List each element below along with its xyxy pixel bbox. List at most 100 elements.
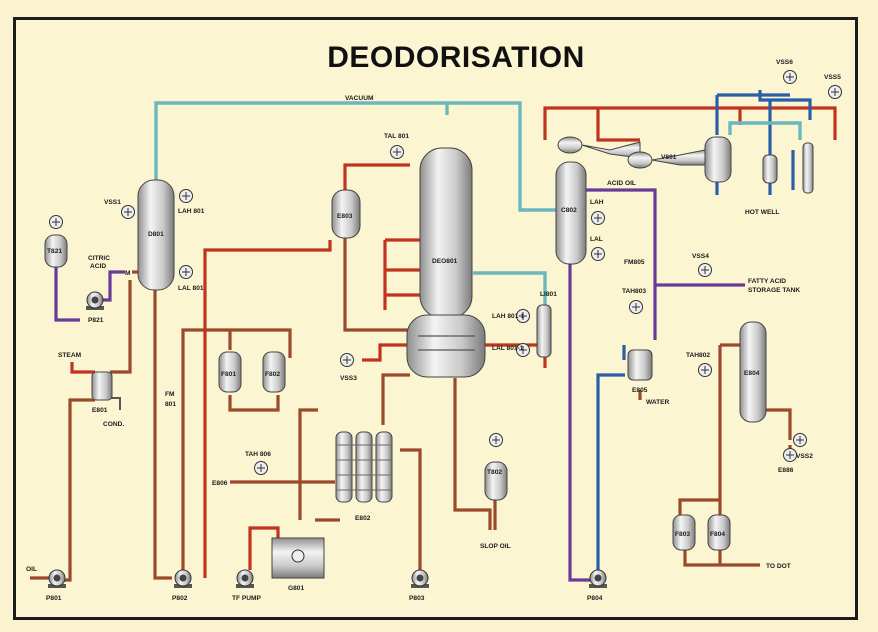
t802-label: T802 <box>487 469 502 476</box>
li801-vessel <box>536 304 552 358</box>
e806-label: E806 <box>212 480 228 487</box>
tfpump-line <box>248 526 280 570</box>
t802-gauge <box>489 433 503 447</box>
vss6-label: VSS6 <box>776 59 793 66</box>
p801-label: P801 <box>46 595 62 602</box>
tah803-gauge <box>629 300 643 314</box>
deo801-column <box>419 147 473 319</box>
steam-line <box>70 362 95 374</box>
cond-line <box>110 280 132 374</box>
e804-line <box>678 343 745 520</box>
condenser-vessel <box>704 136 732 183</box>
p821-label: P821 <box>88 317 104 324</box>
e802-exchanger <box>335 431 393 503</box>
e804-gauge <box>783 448 797 462</box>
tah806-label: TAH 806 <box>245 451 271 458</box>
todot-label: TO DOT <box>766 563 791 570</box>
p803-pump <box>410 569 430 589</box>
deo801-label: DEO801 <box>432 258 458 265</box>
diagram-title: DEODORISATION <box>327 41 585 74</box>
fm801-label-b: 801 <box>165 401 176 408</box>
e804-label: E804 <box>744 370 760 377</box>
hotwell-label: HOT WELL <box>745 209 779 216</box>
hotwell-vessel-2 <box>802 142 814 194</box>
motor-label: M <box>125 270 131 277</box>
f804-filter <box>707 514 731 551</box>
e803-loop <box>343 235 410 332</box>
acidoil-label: ACID OIL <box>607 180 636 187</box>
e803-vessel <box>331 189 361 239</box>
vss2-label: VSS2 <box>796 453 813 460</box>
lal8011-label: LAL 801-1 <box>492 345 524 352</box>
e805-water <box>596 373 625 575</box>
p802-label: P802 <box>172 595 188 602</box>
cond-label: COND. <box>103 421 124 428</box>
cond-out <box>110 397 121 410</box>
t821-tank <box>44 234 68 268</box>
vacuum-label: VACUUM <box>345 95 374 102</box>
e801-exchanger <box>91 371 113 401</box>
f802-filter <box>262 351 286 393</box>
p803-label: P803 <box>409 595 425 602</box>
oil-in <box>30 398 95 582</box>
water-label: WATER <box>646 399 670 406</box>
d801-vessel <box>137 179 175 291</box>
teal-hotwell <box>728 121 802 140</box>
tfpump-label: TF PUMP <box>232 595 262 602</box>
f803-label: F803 <box>675 531 690 538</box>
slop-label: SLOP OIL <box>480 543 511 550</box>
lah801-gauge <box>179 189 193 203</box>
vss3-label: VSS3 <box>340 375 357 382</box>
lal801-label: LAL 801 <box>178 285 204 292</box>
steam-branch-1 <box>596 108 640 142</box>
p804-pump <box>588 569 608 589</box>
steam-line-top <box>543 106 837 140</box>
e886-label: E886 <box>778 467 794 474</box>
d801-out <box>153 290 172 580</box>
g801-gauge <box>291 549 305 563</box>
f801-label: F801 <box>221 371 236 378</box>
red-feed <box>203 240 332 578</box>
deo-bottom <box>453 378 492 530</box>
v801-label: V801 <box>661 154 677 161</box>
e802-up <box>381 373 410 425</box>
tal801-label: TAL 801 <box>384 133 409 140</box>
t821-line <box>54 265 125 322</box>
vss6-gauge <box>783 70 797 84</box>
f803-filter <box>672 514 696 551</box>
water-line-top <box>715 90 812 155</box>
p802-line <box>181 328 292 570</box>
vacuum-to-deo <box>473 271 547 310</box>
v801-ejector <box>557 136 706 169</box>
oil-label: OIL <box>26 566 37 573</box>
e805-label: E805 <box>632 387 648 394</box>
vss5-label: VSS5 <box>824 74 841 81</box>
e805-exchanger <box>627 349 653 381</box>
t821-gauge <box>49 215 63 229</box>
hotwell-vessel-1 <box>762 154 778 184</box>
lal-gauge <box>591 247 605 261</box>
e802-to-g801 <box>298 408 340 522</box>
acid-oil-line <box>570 188 657 340</box>
e801-label: E801 <box>92 407 108 414</box>
f804-label: F804 <box>710 531 725 538</box>
lah801-label-a: LAH 801 <box>178 208 205 215</box>
vss5-gauge <box>828 85 842 99</box>
d801-label: D801 <box>148 231 164 238</box>
e802-label: E802 <box>355 515 371 522</box>
c802-label: C802 <box>561 207 577 214</box>
tah802-label: TAH802 <box>686 352 710 359</box>
deo-steam-lines <box>383 238 420 310</box>
e803-return <box>343 163 410 195</box>
t821-label: T821 <box>47 248 62 255</box>
lal-label: LAL <box>590 236 603 243</box>
f802-label: F802 <box>265 371 280 378</box>
f801-filter <box>218 351 242 393</box>
vss1-label: VSS1 <box>104 199 121 206</box>
e804-vessel <box>739 321 767 423</box>
g801-label: G801 <box>288 585 304 592</box>
p802-pump <box>173 569 193 589</box>
fm805-label: FM805 <box>624 259 645 266</box>
